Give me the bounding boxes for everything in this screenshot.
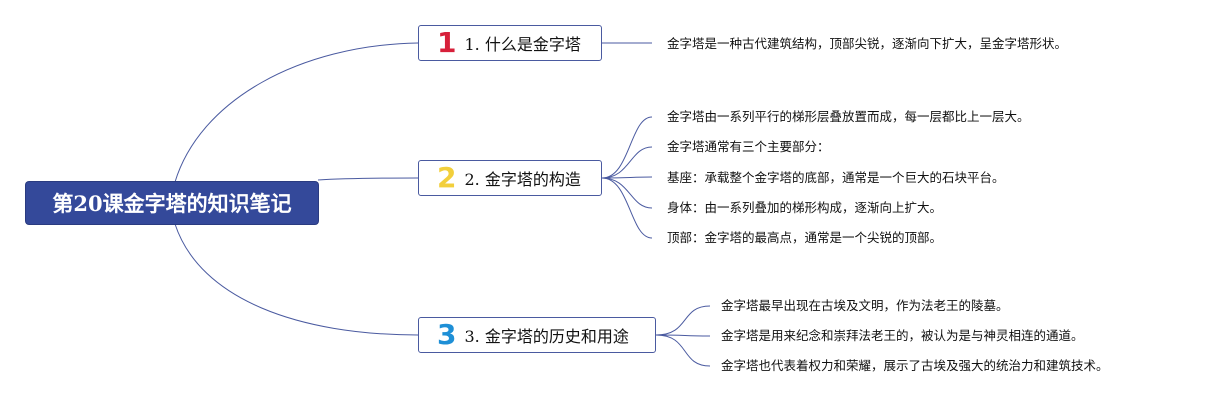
branch-3-detail-1: 金字塔最早出现在古埃及文明，作为法老王的陵墓。	[721, 298, 1009, 313]
branch-2-detail-5: 顶部：金字塔的最高点，通常是一个尖锐的顶部。	[667, 230, 943, 245]
link-branch3-leaf2	[655, 334, 711, 337]
branch-2-detail-4: 身体：由一系列叠加的梯形构成，逐渐向上扩大。	[667, 200, 943, 215]
link-root-branch1	[174, 42, 419, 183]
branch-2-title: 2. 金字塔的构造	[464, 170, 581, 189]
branch-3-detail-2: 金字塔是用来纪念和崇拜法老王的，被认为是与神灵相连的通道。	[721, 328, 1084, 343]
branch-1-detail-1: 金字塔是一种古代建筑结构，顶部尖锐，逐渐向下扩大，呈金字塔形状。	[667, 36, 1068, 51]
link-root-branch2	[317, 177, 419, 181]
branch-2[interactable]: 2 2. 金字塔的构造	[418, 160, 602, 196]
branch-3-title: 3. 金字塔的历史和用途	[464, 327, 629, 346]
branch-2-detail-2: 金字塔通常有三个主要部分：	[667, 139, 830, 154]
link-root-branch3	[174, 223, 419, 336]
link-branch2-leaf1	[601, 116, 653, 179]
branch-2-detail-3: 基座：承载整个金字塔的底部，通常是一个巨大的石块平台。	[667, 170, 1005, 185]
branch-1[interactable]: 1 1. 什么是金字塔	[418, 25, 602, 61]
branch-2-detail-1: 金字塔由一系列平行的梯形层叠放置而成，每一层都比上一层大。	[667, 109, 1030, 124]
link-branch2-leaf2	[601, 146, 653, 179]
branch-3[interactable]: 3 3. 金字塔的历史和用途	[418, 317, 656, 353]
number-three-icon: 3	[437, 318, 457, 351]
link-branch2-leaf5	[601, 177, 653, 239]
link-branch2-leaf4	[601, 177, 653, 209]
number-one-icon: 1	[437, 26, 457, 59]
number-two-icon: 2	[437, 161, 457, 194]
link-branch3-leaf1	[655, 305, 711, 336]
root-title: 第20课金字塔的知识笔记	[52, 191, 292, 216]
branch-3-detail-3: 金字塔也代表着权力和荣耀，展示了古埃及强大的统治力和建筑技术。	[721, 358, 1109, 373]
root-topic[interactable]: 第20课金字塔的知识笔记	[26, 182, 318, 224]
branch-1-title: 1. 什么是金字塔	[464, 35, 581, 54]
link-branch2-leaf3	[601, 176, 653, 179]
link-branch3-leaf3	[655, 334, 711, 367]
